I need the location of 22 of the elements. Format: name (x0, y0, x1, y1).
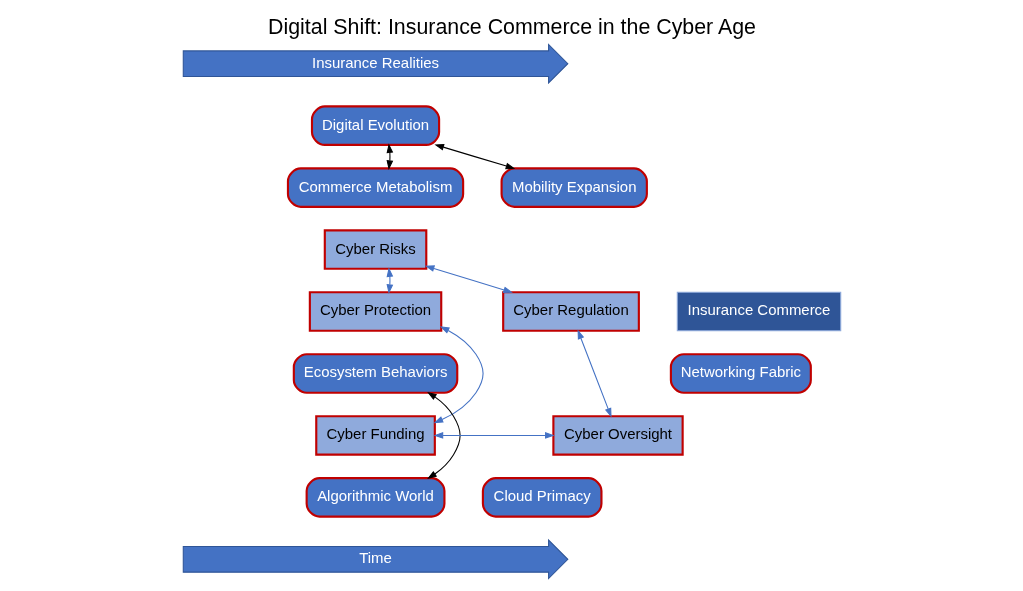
arrow (386, 143, 393, 170)
node-box: Commerce Metabolism (286, 167, 464, 208)
node-box: Ecosystem Behaviors (292, 353, 458, 394)
node-box: Networking Fabric (669, 353, 812, 394)
node-box: Cyber Regulation (501, 291, 640, 332)
arrow (577, 329, 612, 418)
arrow (433, 144, 515, 170)
arrow (433, 326, 484, 424)
node-box: Digital Evolution (310, 105, 440, 146)
node-box: Cyber Protection (308, 291, 442, 332)
arrow (386, 267, 393, 294)
arrow (426, 391, 461, 479)
arrow (424, 265, 513, 294)
node-box: Cyber Risks (323, 229, 427, 270)
diagram-title: Digital Shift: Insurance Commerce in the Cyber Age (267, 14, 756, 39)
arrow (433, 432, 555, 439)
node-box: Cyber Oversight (551, 415, 684, 456)
node-box: Cyber Funding (314, 415, 436, 456)
node-box: Cloud Primacy (481, 477, 603, 518)
node-box: Mobility Expansion (500, 167, 648, 208)
node-box: Insurance Commerce (676, 291, 841, 332)
node-box: Algorithmic World (305, 477, 445, 518)
